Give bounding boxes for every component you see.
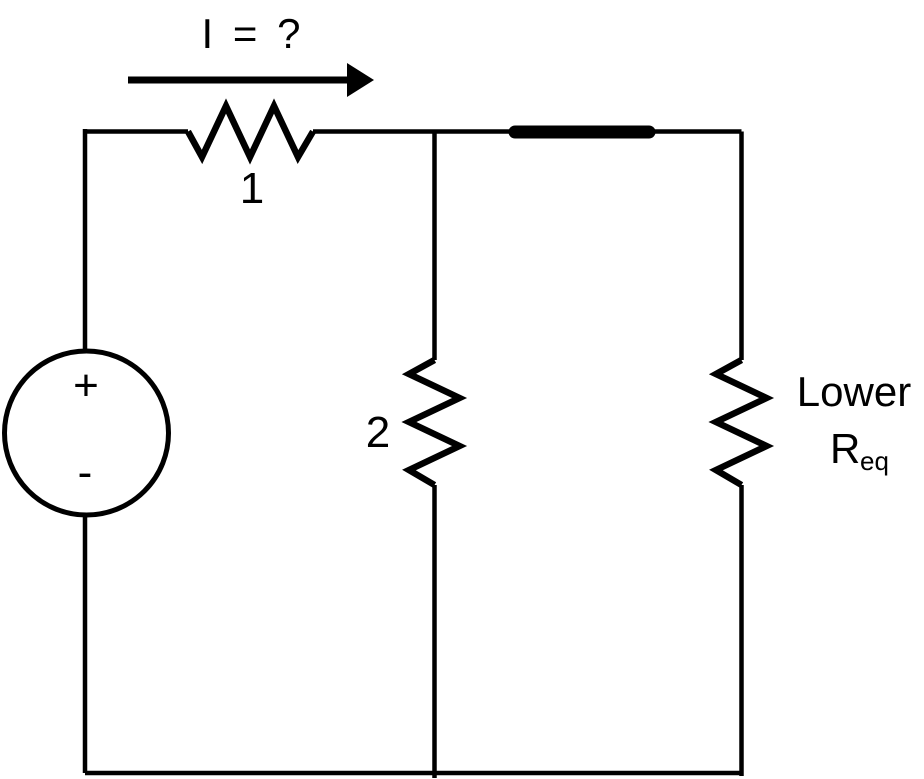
lower-req-symbol: R [830,425,860,472]
source-minus-sign: - [78,448,93,497]
voltage-source-circle [2,348,171,518]
resistors [185,98,775,488]
resistor-1-zigzag [185,98,316,165]
current-arrow-head [347,63,374,97]
lower-req-subscript: eq [860,446,889,476]
resistor-1-label: 1 [240,164,264,213]
resistor-2-zigzag [401,357,468,488]
lower-req-label-line1: Lower [797,368,911,415]
current-label: I = ? [202,10,305,57]
resistor-2-label: 2 [366,408,390,457]
equivalent-resistor-zigzag [708,357,775,488]
current-arrow [128,63,374,97]
source-plus-sign: + [73,361,99,410]
lower-req-label: Lower R eq [797,368,911,476]
wires [82,129,744,778]
